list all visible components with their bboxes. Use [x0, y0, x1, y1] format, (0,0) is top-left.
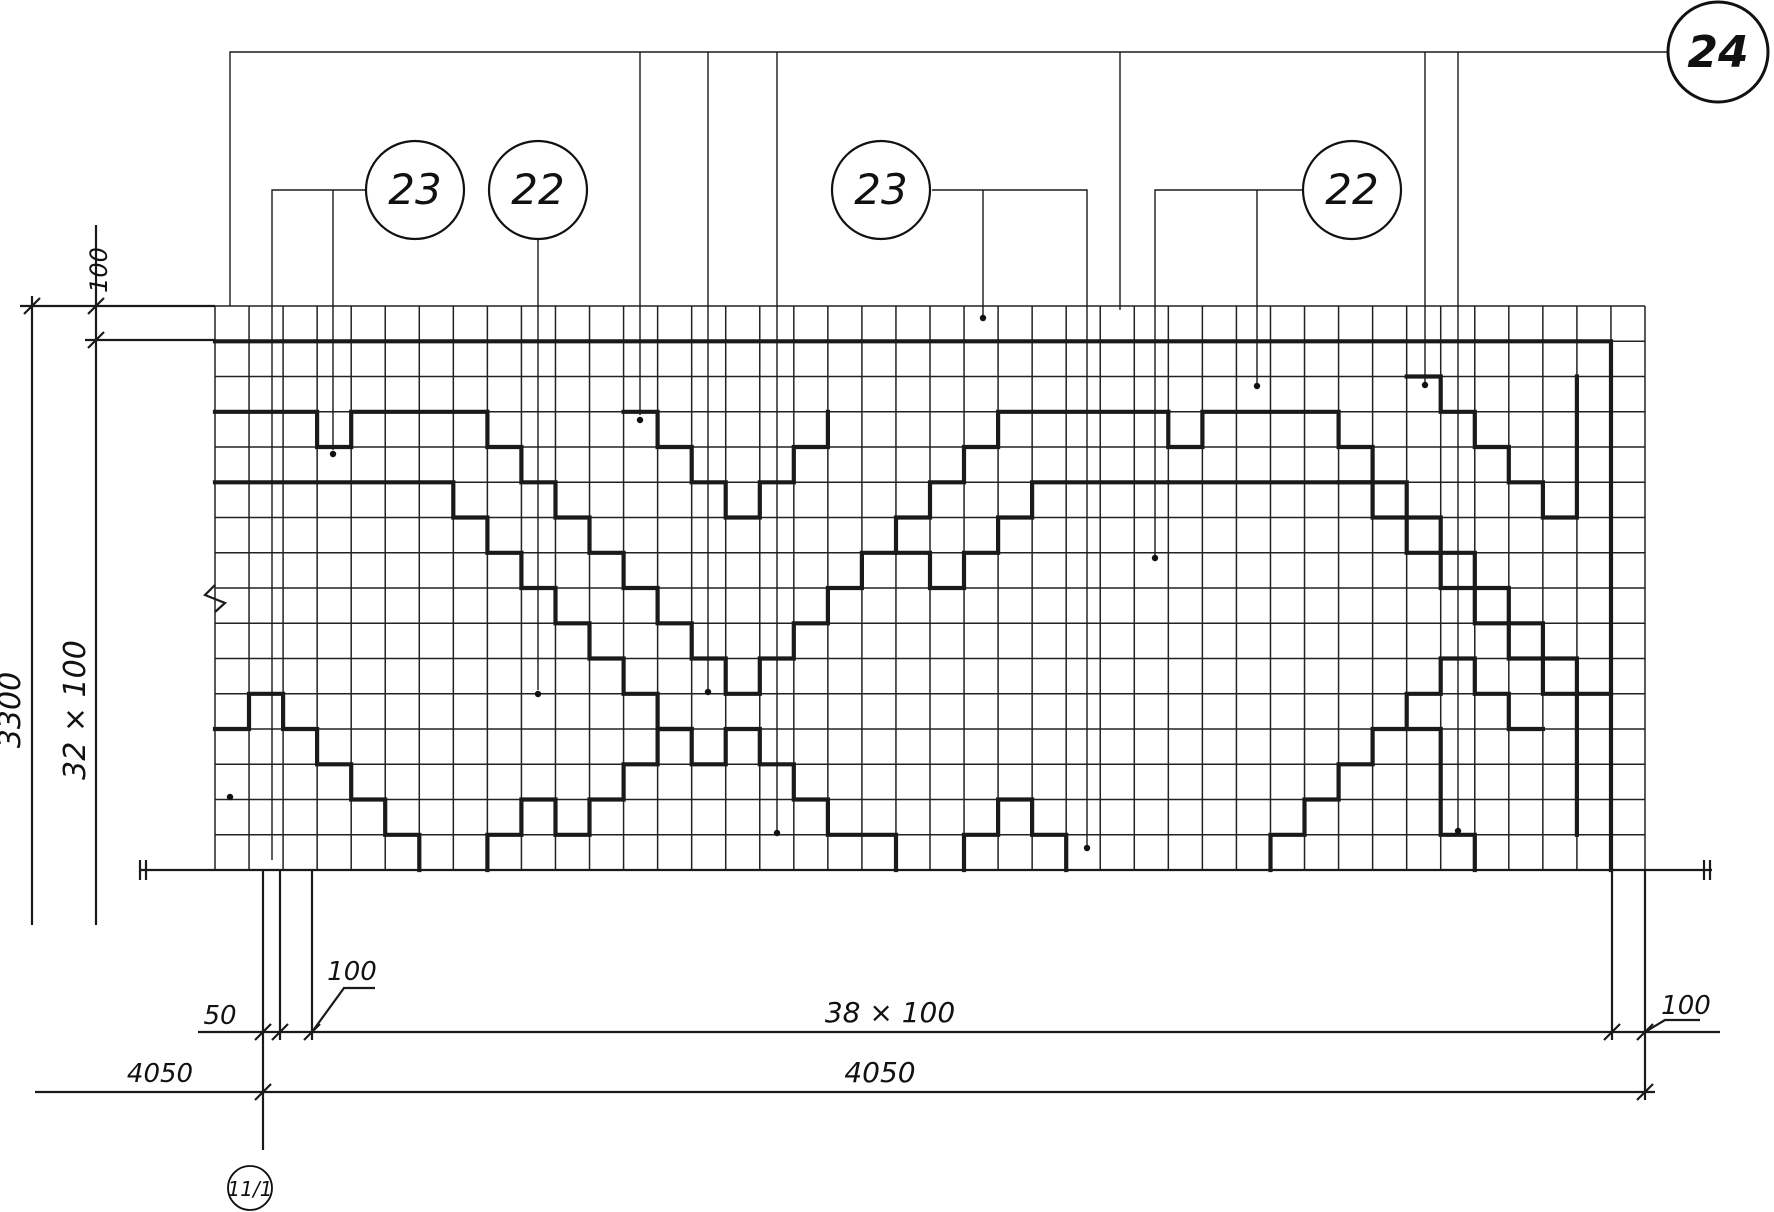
- pattern-line: [621, 409, 831, 520]
- dim-text-4050-left: 4050: [127, 1059, 193, 1089]
- leader-dot: [1151, 554, 1159, 562]
- callout-circle: [1666, 0, 1770, 104]
- dim-text-32x100: 32 × 100: [58, 640, 93, 780]
- callout-circle: [830, 139, 932, 241]
- pattern-line: [212, 480, 899, 873]
- dim-text-top: 100: [85, 247, 113, 293]
- dim-text-4050-right: 4050: [844, 1056, 915, 1089]
- pattern-line: [893, 480, 1171, 591]
- callout-text: 22: [511, 165, 564, 214]
- pattern-line: [212, 339, 1614, 873]
- callout-24: 24: [1666, 0, 1770, 104]
- axis-label: 11/1: [228, 1177, 273, 1201]
- callout-text: 22: [1325, 165, 1378, 214]
- leader-dot: [636, 416, 644, 424]
- break-symbol: [203, 584, 228, 613]
- dim-text-38x100: 38 × 100: [825, 996, 955, 1029]
- callout-23-left: 23: [364, 139, 466, 241]
- callout-22-left: 22: [487, 139, 589, 241]
- axis-circle: [227, 1165, 273, 1211]
- dimension-texts: 100 3300 32 × 100 50 100 38 × 100 100 40…: [0, 247, 1711, 1089]
- leader-dot: [704, 688, 712, 696]
- axis-marker: 11/1: [227, 1165, 273, 1211]
- tick: [23, 297, 41, 315]
- callout-22-right: 22: [1301, 139, 1403, 241]
- tick: [1603, 1023, 1621, 1041]
- tick: [271, 1023, 289, 1041]
- tick: [87, 331, 105, 349]
- pattern-line: [1166, 409, 1614, 696]
- dim-text-50: 50: [203, 1001, 236, 1031]
- leader-22b-main: [1154, 189, 1303, 555]
- callout-text: 23: [854, 165, 907, 214]
- tick: [1636, 1083, 1654, 1101]
- pattern-line: [212, 691, 422, 873]
- pattern-line: [485, 409, 1171, 696]
- callout-circle: [364, 139, 466, 241]
- leader-dot: [534, 690, 542, 698]
- leader-24-rail: [229, 51, 1668, 306]
- leader-100: [311, 986, 375, 1033]
- tick: [254, 1083, 272, 1101]
- tick: [254, 1023, 272, 1041]
- leader-lines: [229, 51, 1668, 860]
- leader-dot: [1083, 844, 1091, 852]
- leader-dots: [226, 314, 1462, 852]
- leader-23a-main: [271, 189, 366, 860]
- leader-dot: [226, 793, 234, 801]
- tick: [87, 297, 105, 315]
- dim-text-100: 100: [327, 957, 377, 987]
- pattern-line: [1404, 726, 1477, 873]
- dim-text-100-right: 100: [1661, 991, 1711, 1021]
- callout-23-right: 23: [830, 139, 932, 241]
- pattern-lines: [212, 339, 1614, 873]
- leader-dot: [1454, 827, 1462, 835]
- pattern-line: [1404, 374, 1580, 520]
- callout-circle: [1301, 139, 1403, 241]
- pattern-line: [485, 726, 694, 873]
- leader-dot: [979, 314, 987, 322]
- pattern-line: [212, 409, 490, 450]
- callout-text: 23: [388, 165, 441, 214]
- leader-dot: [1421, 381, 1429, 389]
- dim-text-3300: 3300: [0, 672, 28, 748]
- callout-circle: [487, 139, 589, 241]
- leader-dot: [1253, 382, 1261, 390]
- leader-dot: [773, 829, 781, 837]
- pattern-line: [961, 797, 1069, 873]
- leader-dot: [329, 450, 337, 458]
- dimension-lines: [20, 225, 1720, 1150]
- leader-100-right: [1644, 1018, 1700, 1033]
- pattern-line: [1336, 480, 1580, 837]
- callout-text: 24: [1687, 27, 1748, 78]
